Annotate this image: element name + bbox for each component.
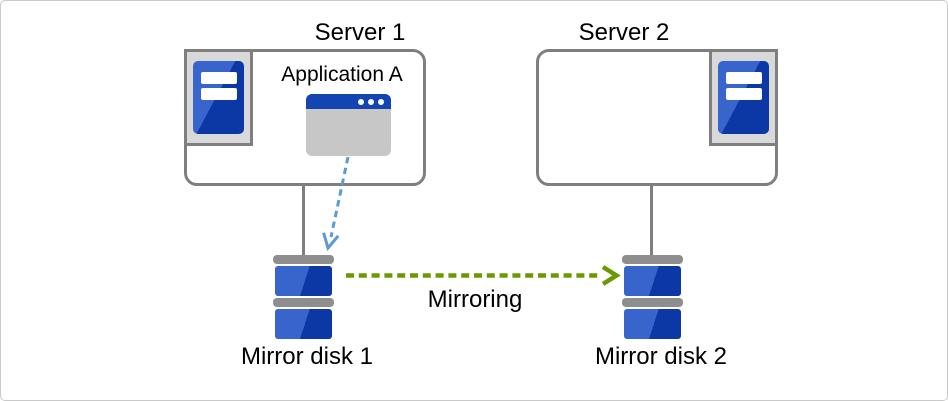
server1-label: Server 1 xyxy=(314,19,406,46)
mirror-disk1-label: Mirror disk 1 xyxy=(240,343,373,370)
window-body xyxy=(306,109,391,156)
mirror-disk2-icon xyxy=(622,255,683,339)
mirror-disk2-label: Mirror disk 2 xyxy=(594,343,727,370)
disk-platter xyxy=(624,266,681,296)
disk-platter xyxy=(624,309,681,339)
tower-slot-icon xyxy=(726,72,762,84)
server-tower-icon xyxy=(718,61,769,134)
mirror-disk1-icon xyxy=(273,255,334,339)
mirroring-label: Mirroring xyxy=(427,286,523,313)
window-dot-icon xyxy=(368,98,374,105)
app-to-disk-arrowhead-icon xyxy=(322,232,340,252)
server-tower-icon xyxy=(193,61,244,134)
tower-slot-icon xyxy=(201,88,237,100)
tower-slot-icon xyxy=(726,88,762,100)
application-window-icon xyxy=(306,94,391,156)
window-dot-icon xyxy=(358,98,364,105)
disk-cap xyxy=(273,255,334,264)
server1-icon-frame xyxy=(184,49,253,146)
window-titlebar xyxy=(306,94,391,109)
server2-icon-frame xyxy=(709,49,778,146)
server2-label: Server 2 xyxy=(578,19,670,46)
server2-disk2-connector xyxy=(650,186,653,255)
server1-disk1-connector xyxy=(302,186,305,255)
application-label: Application A xyxy=(281,63,403,86)
disk-cap xyxy=(273,298,334,307)
disk-cap xyxy=(622,255,683,264)
disk-cap xyxy=(622,298,683,307)
window-dot-icon xyxy=(378,98,384,105)
mirroring-arrowhead-icon xyxy=(601,265,621,286)
disk-platter xyxy=(275,266,332,296)
disk-platter xyxy=(275,309,332,339)
tower-slot-icon xyxy=(201,72,237,84)
